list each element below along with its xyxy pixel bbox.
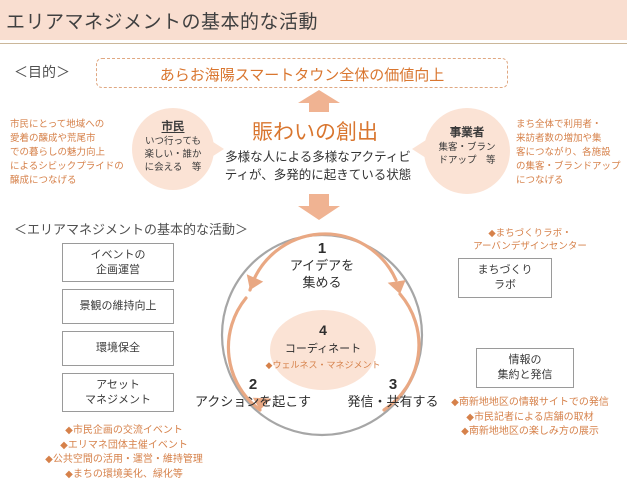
purpose-label: ＜目的＞ (14, 64, 70, 80)
activity-box-landscape: 景観の維持向上 (62, 289, 174, 324)
cycle-step-2-label: アクションを起こす (194, 394, 312, 409)
cycle-step-3-label: 発信・共有する (347, 394, 439, 409)
purpose-banner: あらお海陽スマートタウン全体の価値向上 (96, 58, 508, 88)
business-bubble-body: 集客・ブランドアップ 等 (438, 142, 496, 166)
cycle-step-2-number: 2 (248, 376, 258, 393)
cycle-step-3: 3 発信・共有する (318, 376, 468, 410)
cycle-step-2: 2 アクションを起こす (178, 376, 328, 410)
machidukuri-lab-note: ◆まちづくりラボ・アーバンデザインセンター (473, 228, 587, 252)
activity-box-lab: まちづくりラボ (458, 258, 552, 298)
title-divider (0, 43, 627, 44)
purpose-banner-text: あらお海陽スマートタウン全体の価値向上 (159, 67, 445, 84)
business-bubble: 事業者 集客・ブランドアップ 等 (424, 108, 510, 194)
activity-box-information: 情報の集約と発信 (476, 348, 574, 388)
cycle-core-label: コーディネート (284, 343, 362, 355)
activity-cycle-diagram: 1 アイデアを集める 2 アクションを起こす 3 発信・共有する 4 コーディネ… (188, 228, 456, 443)
cycle-step-1-number: 1 (317, 240, 327, 257)
center-subtitle: 多様な人による多様なアクティビティが、多発的に起きている状態 (224, 150, 412, 182)
citizen-bubble-body: いつ行っても楽しい・誰かに会える 等 (144, 136, 202, 173)
section-heading: ＜エリアマネジメントの基本的な活動＞ (14, 222, 249, 237)
cycle-rings (220, 232, 424, 437)
business-bubble-tail (412, 140, 426, 158)
activity-box-asset: アセットマネジメント (62, 373, 174, 412)
business-outcome-note: まち全体で利用者・来訪者数の増加や集客につながり、各施設の集客・ブランドアップに… (516, 119, 621, 186)
arrow-down-icon (298, 194, 340, 220)
citizen-bubble-tail (210, 140, 224, 158)
cycle-core-note: ◆ウェルネス・マネジメント (265, 360, 381, 370)
page-title: エリアマネジメントの基本的な活動 (6, 12, 319, 33)
business-bubble-title: 事業者 (449, 127, 485, 139)
cycle-core: 4 コーディネート ◆ウェルネス・マネジメント (266, 310, 380, 390)
citizen-bubble: 市民 いつ行っても楽しい・誰かに会える 等 (132, 108, 214, 190)
cycle-step-3-number: 3 (388, 376, 398, 393)
cycle-step-1: 1 アイデアを集める (256, 240, 388, 291)
cycle-core-number: 4 (319, 322, 327, 338)
right-bullet-list: ◆南新地地区の情報サイトでの発信◆市民記者による店舗の取材◆南新地地区の楽しみ方… (451, 397, 609, 437)
citizen-bubble-title: 市民 (161, 121, 185, 133)
left-bullet-list: ◆市民企画の交流イベント◆エリマネ団体主催イベント◆公共空間の活用・運営・維持管… (45, 425, 203, 480)
citizen-outcome-note: 市民にとって地域への愛着の醸成や荒尾市での暮らしの魅力向上によるシビックプライド… (10, 119, 124, 186)
center-headline: 賑わいの創出 (252, 121, 378, 144)
cycle-step-1-label: アイデアを集める (289, 258, 355, 290)
arrow-up-icon (298, 90, 340, 112)
activity-box-event: イベントの企画運営 (62, 243, 174, 282)
title-bar: エリアマネジメントの基本的な活動 (0, 0, 627, 40)
activity-box-environment: 環境保全 (62, 331, 174, 366)
